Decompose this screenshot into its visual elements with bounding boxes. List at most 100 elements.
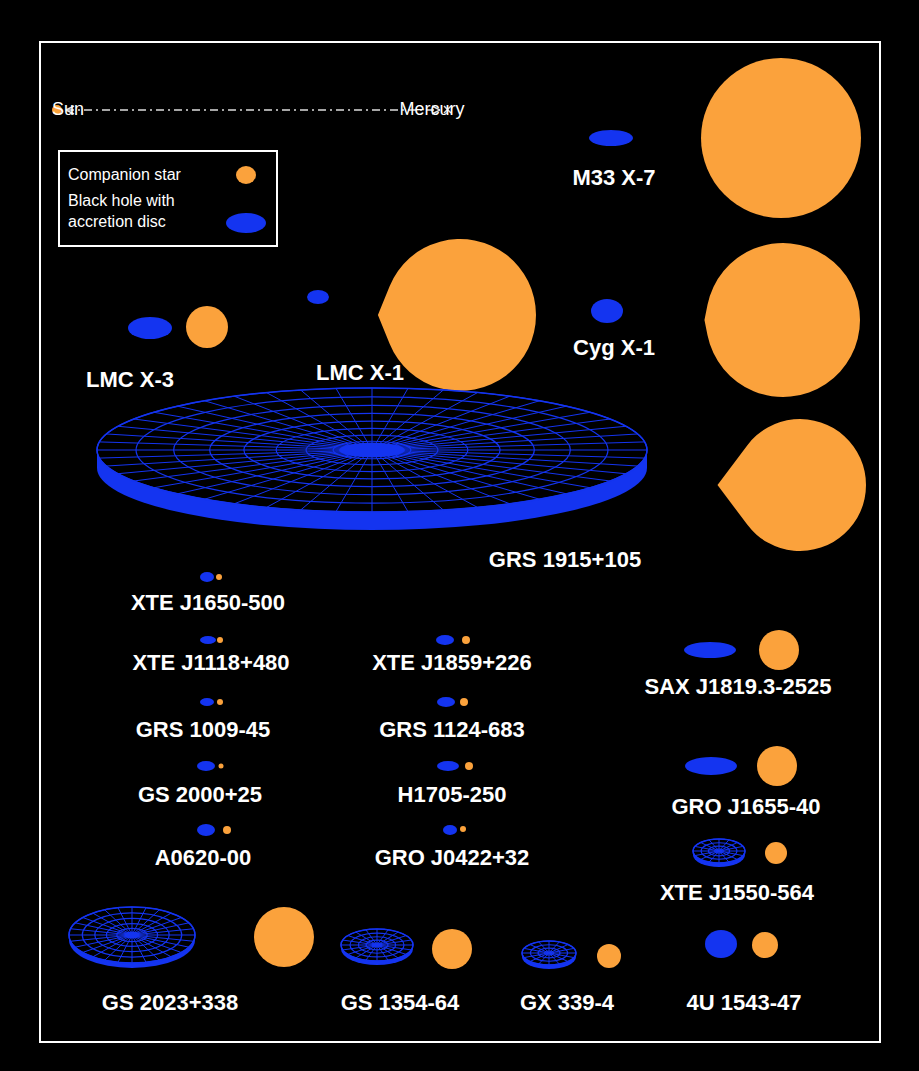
accretion-disc-part [75,935,132,947]
accretion-disc-part [106,450,372,466]
accretion-disc-part [69,935,132,936]
accretion-disc-part [719,851,720,863]
accretion-disc-part [356,932,377,945]
legend-swatch [236,166,256,184]
accretion-disc-part [132,935,133,963]
legend-row: Companion star [68,164,270,186]
legend-text: Companion star [68,164,218,186]
accretion-disc-part [377,945,378,961]
accretion-disc-part [106,434,372,450]
accretion-disc-part [377,945,406,954]
system-name: GS 2023+338 [102,991,238,1015]
accretion-disc-part [372,450,539,499]
legend-text: Black hole with accretion disc [68,190,218,233]
accretion-disc-part [132,923,189,935]
accretion-disc-part [539,942,549,953]
system-name: 4U 1543-47 [687,991,802,1015]
companion-star [460,698,468,706]
system-name: SAX J1819.3-2525 [644,675,831,699]
legend-row: Black hole with accretion disc [68,190,270,233]
companion-star [432,929,472,969]
accretion-disc-part [372,390,443,450]
accretion-disc-part [205,401,372,450]
scale-line [66,109,440,111]
system-name: GRS 1915+105 [489,548,641,572]
companion-star [217,699,223,705]
black-hole-disc [200,636,216,644]
accretion-disc-part [716,850,722,853]
system-name: GRO J1655-40 [671,795,820,819]
companion-star [465,762,473,770]
accretion-disc-part [343,945,377,950]
accretion-disc-part [549,953,559,964]
companion-star [223,826,231,834]
companion-star [217,637,223,643]
black-hole-disc [685,757,737,775]
accretion-disc [69,907,195,968]
companion-star [219,764,224,769]
companion-star [759,630,799,670]
accretion-disc-part [348,936,377,945]
system-name: H1705-250 [398,783,507,807]
system-name: Cyg X-1 [573,336,655,360]
scale-bar [52,105,451,115]
black-hole-disc [437,697,455,707]
accretion-disc-part [348,945,377,954]
black-hole-disc [705,930,737,958]
accretion-disc-part [524,953,549,958]
accretion-disc-part [134,450,372,481]
accretion-disc-part [377,940,411,945]
accretion-disc-part [105,910,132,935]
companion-star-roche [704,243,860,397]
accretion-disc-part [372,450,638,466]
accretion-disc-part [522,941,576,965]
legend-box: Companion starBlack hole with accretion … [58,150,278,247]
accretion-disc-part [372,450,408,511]
accretion-disc-part [372,450,443,510]
system-name: GS 1354-64 [341,991,460,1015]
system-name: XTE J1650-500 [131,591,285,615]
black-hole-disc [197,824,215,836]
black-hole-disc [589,130,633,146]
accretion-disc-part [719,846,743,851]
accretion-disc-part [719,851,737,859]
accretion-disc-part [372,442,645,450]
accretion-disc-part [549,948,574,953]
frame [40,42,880,1042]
accretion-disc-part [132,935,195,936]
accretion-disc-part [522,941,576,965]
accretion-disc-part [695,851,719,856]
accretion-disc-part [97,388,647,512]
accretion-disc-part [97,388,647,512]
accretion-disc-part [372,450,647,451]
accretion-disc-part [301,450,372,510]
accretion-disc-part [377,929,378,945]
accretion-disc-part [546,952,552,955]
companion-star [757,746,797,786]
accretion-disc-part [69,907,195,963]
accretion-disc-part [341,929,413,961]
accretion-disc-part [124,932,139,939]
companion-star [460,826,466,832]
system-name: XTE J1550-564 [660,881,814,905]
accretion-disc-part [97,450,372,451]
accretion-disc-part [372,450,373,512]
black-hole-disc [307,290,329,304]
accretion-disc-part [99,450,372,458]
companion-star [701,58,861,218]
accretion-disc-part [377,945,411,950]
system-name: M33 X-7 [572,166,655,190]
system-name: LMC X-1 [316,361,404,385]
accretion-disc-part [530,945,549,953]
accretion-disc-part [339,443,405,458]
accretion-disc-part [118,908,132,935]
accretion-disc-part [372,450,510,504]
accretion-disc-part [178,406,372,450]
accretion-disc-part [132,907,133,935]
accretion-disc-part [377,936,406,945]
black-hole-disc [684,642,736,658]
companion-star [597,944,621,968]
system-name: A0620-00 [155,846,252,870]
accretion-disc-part [372,450,626,474]
